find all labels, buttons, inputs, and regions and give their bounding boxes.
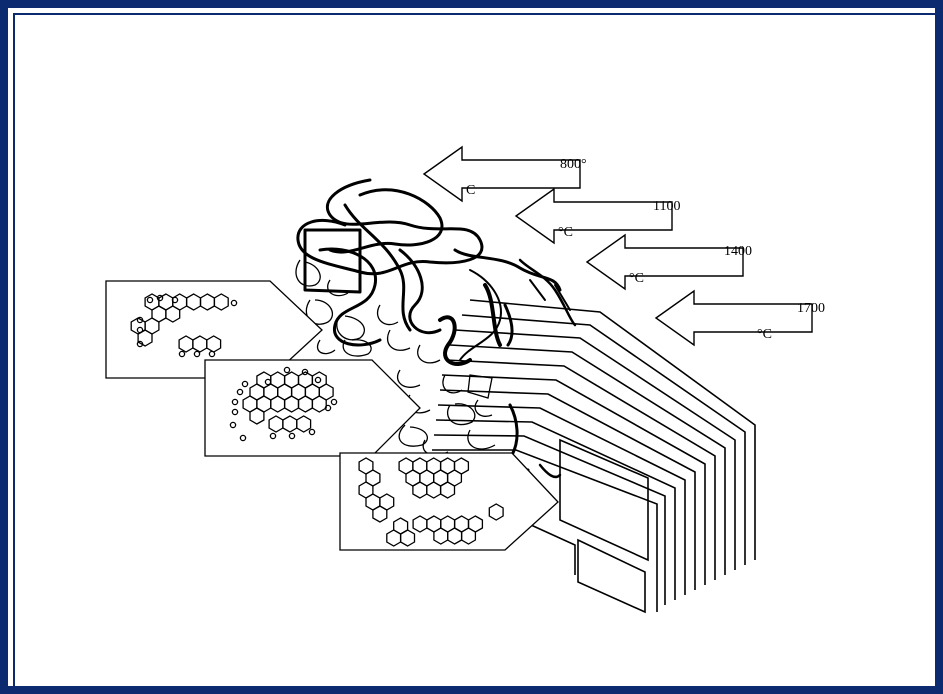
temperature-arrow-1700 (656, 291, 812, 345)
panel-medium-clusters (205, 360, 420, 456)
arrow-1400-bottom-text: °C (629, 271, 644, 286)
temperature-arrow-800 (424, 147, 580, 201)
arrow-1100-top-text: 1100 (653, 199, 680, 214)
arrow-800-bottom-text: C (466, 183, 475, 198)
panel-large-sheets (340, 453, 558, 550)
temperature-arrow-1100 (516, 189, 672, 243)
arrow-800-top-text: 800° (560, 157, 587, 172)
arrow-1400-top-text: 1400 (724, 244, 752, 259)
arrow-1700-top-text: 1700 (797, 301, 825, 316)
temperature-arrow-1400 (587, 235, 743, 289)
arrow-1700-bottom-text: °C (757, 327, 772, 342)
arrow-1100-bottom-text: °C (558, 225, 573, 240)
